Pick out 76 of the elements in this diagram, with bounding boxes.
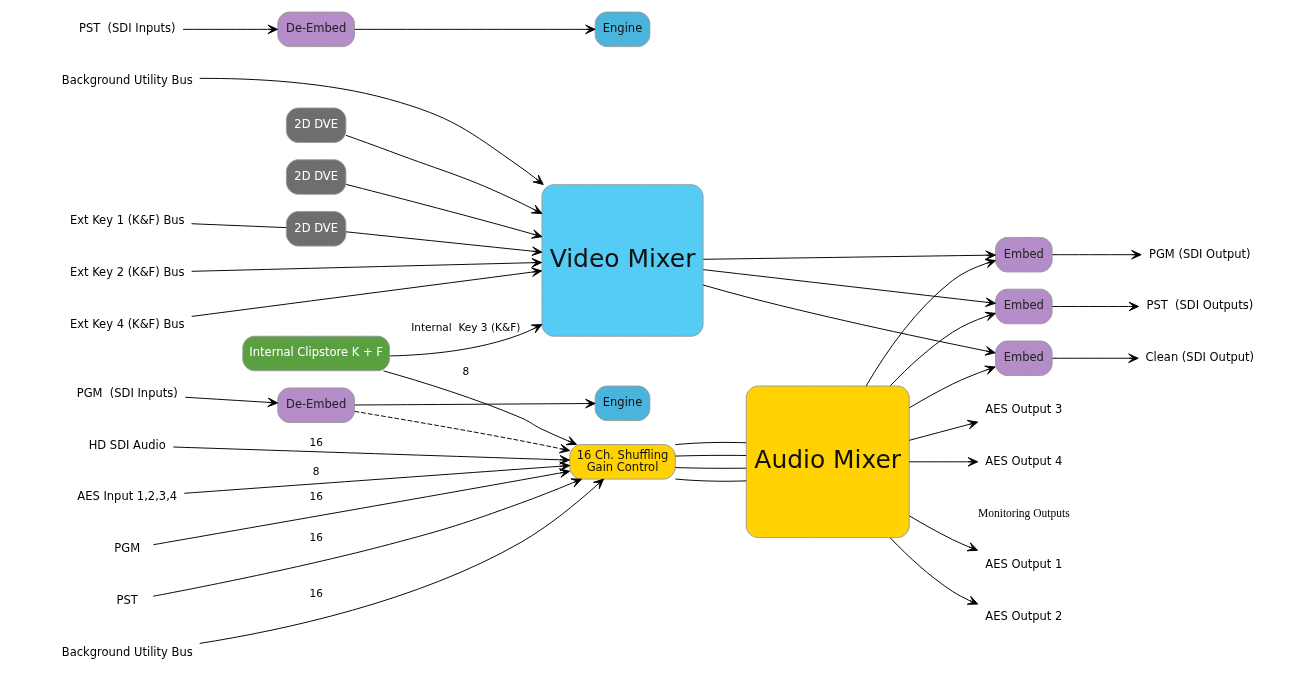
arrow xyxy=(908,457,979,467)
edge-label: 16 xyxy=(309,489,323,502)
connector xyxy=(674,467,747,469)
arrow xyxy=(354,24,596,35)
arrow xyxy=(345,183,543,239)
arrow xyxy=(865,258,996,387)
connector xyxy=(674,454,747,457)
edge-label: 16 xyxy=(309,586,323,599)
label: Monitoring Outputs xyxy=(977,506,1070,519)
node-box: Video Mixer xyxy=(541,184,704,337)
node-text: Background Utility Bus xyxy=(61,73,193,88)
arrow xyxy=(889,311,996,387)
arrow xyxy=(1051,301,1140,312)
node-text: AES Output 3 xyxy=(985,402,1063,417)
arrow xyxy=(389,324,543,357)
arrow xyxy=(345,231,543,256)
connector xyxy=(674,441,747,446)
connector xyxy=(674,478,747,482)
node-text: AES Output 2 xyxy=(985,609,1063,624)
edge-label: 16 xyxy=(309,531,323,544)
node-text: Clean (SDI Output) xyxy=(1145,350,1254,365)
node-box: De-Embed xyxy=(277,387,355,423)
arrow xyxy=(354,410,571,454)
arrow xyxy=(183,461,571,494)
arrow xyxy=(889,537,979,605)
arrow xyxy=(908,419,979,441)
connector xyxy=(191,223,287,229)
arrow xyxy=(1051,353,1139,364)
edge-label: 16 xyxy=(309,436,323,449)
node-text: AES Input 1,2,3,4 xyxy=(77,489,178,504)
node-box: Embed xyxy=(995,236,1053,273)
edge-label: 8 xyxy=(312,465,320,478)
arrow xyxy=(191,257,543,272)
arrow xyxy=(702,284,996,356)
arrow xyxy=(199,77,544,185)
node-text: PST (SDI Inputs) xyxy=(78,21,176,36)
node-text: PGM xyxy=(114,541,141,556)
arrow xyxy=(702,250,996,261)
node-box: Embed xyxy=(995,288,1053,325)
edge-label: Internal Key 3 (K&F) xyxy=(411,321,521,334)
arrow xyxy=(182,24,279,35)
node-box: Audio Mixer xyxy=(745,385,910,539)
arrow xyxy=(199,478,604,644)
arrow xyxy=(382,370,578,446)
node-text: PGM (SDI Inputs) xyxy=(76,385,178,400)
edge-label: 8 xyxy=(462,365,470,378)
node-box: Internal Clipstore K + F xyxy=(242,335,390,372)
node-text: PST (SDI Outputs) xyxy=(1146,298,1254,313)
node-box: Engine xyxy=(594,385,651,422)
arrow xyxy=(152,478,582,597)
node-box: 2D DVE xyxy=(285,107,347,143)
arrow xyxy=(909,515,978,552)
node-box: 2D DVE xyxy=(285,159,347,195)
arrow xyxy=(172,446,570,465)
arrow xyxy=(184,396,279,408)
arrow xyxy=(191,267,543,317)
node-text: AES Output 1 xyxy=(985,557,1063,572)
arrow xyxy=(909,365,996,409)
node-text: Ext Key 2 (K&F) Bus xyxy=(69,264,185,279)
node-text: AES Output 4 xyxy=(985,453,1063,468)
arrow xyxy=(702,269,996,307)
node-box: De-Embed xyxy=(277,11,355,48)
node-box: 16 Ch. Shuffling Gain Control xyxy=(569,444,676,480)
node-box: Embed xyxy=(995,340,1053,376)
node-box: Engine xyxy=(594,11,651,48)
node-text: Ext Key 1 (K&F) Bus xyxy=(69,213,185,228)
node-box: 2D DVE xyxy=(285,211,347,247)
node-text: Background Utility Bus xyxy=(61,644,193,659)
arrow xyxy=(153,468,571,546)
arrow xyxy=(345,134,543,214)
node-text: HD SDI Audio xyxy=(88,437,166,452)
arrow xyxy=(1051,249,1142,260)
arrow xyxy=(354,398,596,409)
node-text: Ext Key 4 (K&F) Bus xyxy=(69,316,185,331)
node-text: PST xyxy=(116,592,138,607)
node-text: PGM (SDI Output) xyxy=(1149,246,1251,261)
